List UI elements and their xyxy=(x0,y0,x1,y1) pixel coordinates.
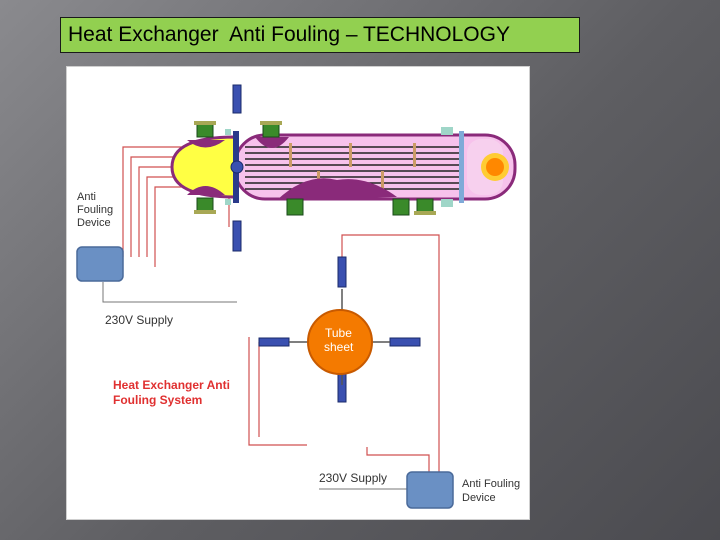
bottom-supply-label: 230V Supply xyxy=(319,471,387,485)
slide-title: Heat Exchanger Anti Fouling – TECHNOLOGY xyxy=(60,17,580,53)
left-device-label-3: Device xyxy=(77,217,111,229)
bottom-anti-fouling-device xyxy=(406,471,454,509)
anti-fouling-diagram: Anti Fouling Device 230V Supply Tube she… xyxy=(66,66,530,520)
left-anti-fouling-device xyxy=(76,246,124,282)
tubesheet-label-1: Tube xyxy=(325,326,352,340)
system-caption-2: Fouling System xyxy=(113,393,202,407)
tubesheet-label-2: sheet xyxy=(324,340,354,354)
tubesheet-assembly xyxy=(258,256,421,403)
left-device-label-1: Anti xyxy=(77,191,96,203)
left-supply-wire xyxy=(102,282,237,303)
wiring-tubesheet xyxy=(248,234,440,472)
bottom-device-label-2: Device xyxy=(462,492,496,504)
system-caption-1: Heat Exchanger Anti xyxy=(113,378,230,392)
bottom-device-label-1: Anti Fouling xyxy=(462,478,520,490)
left-supply-label: 230V Supply xyxy=(105,313,173,327)
heat-exchanger xyxy=(170,84,517,252)
left-device-label-2: Fouling xyxy=(77,204,113,216)
